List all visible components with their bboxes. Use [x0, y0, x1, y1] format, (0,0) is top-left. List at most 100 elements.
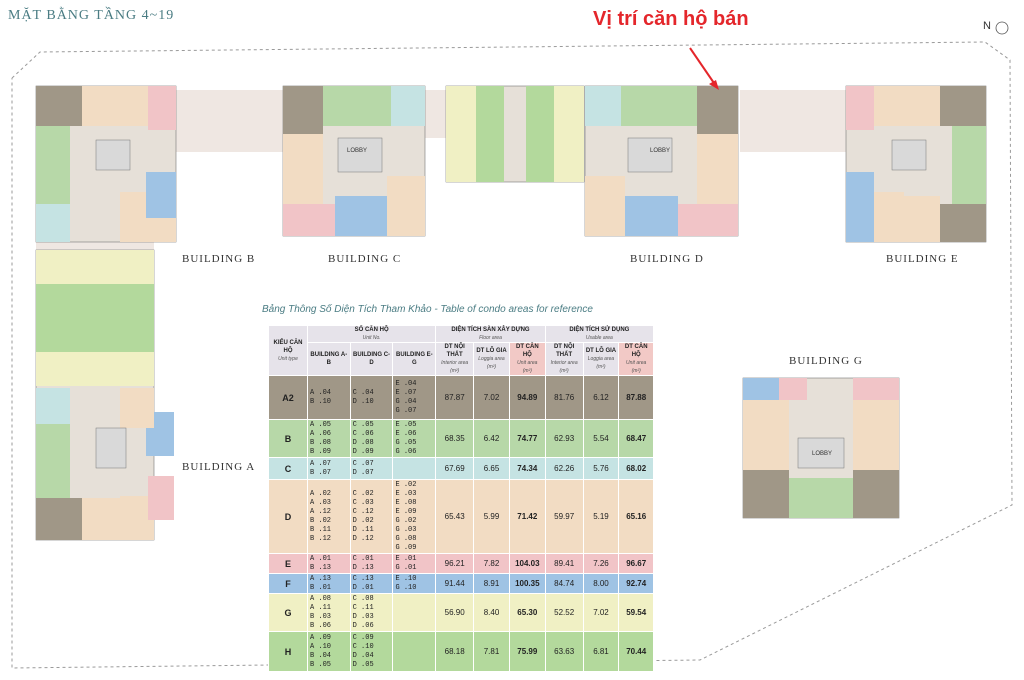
- table-cell-eg: E .10 G .10: [392, 573, 437, 594]
- table-cell-f-log: 5.99: [473, 479, 510, 554]
- table-cell-u-log: 8.00: [582, 573, 620, 594]
- table-cell-ab: A .01 B .13: [307, 553, 351, 574]
- building-c-plan: [282, 85, 426, 237]
- table-cell-u-unit: 87.88: [618, 375, 654, 420]
- table-cell-f-unit: 74.77: [508, 419, 546, 458]
- table-cell-eg: [392, 457, 437, 480]
- lobby-label-g: LOBBY: [812, 451, 833, 457]
- table-cell-cd: C .04 D .10: [349, 375, 394, 420]
- unit-type-cell: F: [268, 573, 308, 594]
- table-cell-f-log: 7.81: [473, 631, 510, 672]
- table-cell-u-int: 89.41: [544, 553, 584, 574]
- table-cell-u-log: 5.19: [582, 479, 620, 554]
- header-building-cd: BUILDING C-D: [349, 342, 394, 376]
- table-cell-cd: C .08 C .11 D .03 D .06: [349, 593, 394, 632]
- table-cell-u-log: 5.54: [582, 419, 620, 458]
- building-d-plan: [584, 85, 739, 237]
- table-cell-f-int: 68.35: [435, 419, 475, 458]
- table-cell-f-log: 7.82: [473, 553, 510, 574]
- table-cell-f-int: 87.87: [435, 375, 475, 420]
- unit-type-cell: B: [268, 419, 308, 458]
- sale-unit-note: Vị trí căn hộ bán: [593, 8, 749, 30]
- unit-type-cell: H: [268, 631, 308, 672]
- table-cell-u-unit: 65.16: [618, 479, 654, 554]
- table-cell-eg: [392, 631, 437, 672]
- header-building-ab: BUILDING A-B: [307, 342, 351, 376]
- building-b-plan: [35, 85, 177, 243]
- table-cell-f-log: 6.65: [473, 457, 510, 480]
- table-cell-f-int: 91.44: [435, 573, 475, 594]
- table-cell-u-unit: 70.44: [618, 631, 654, 672]
- table-cell-f-unit: 71.42: [508, 479, 546, 554]
- table-cell-cd: C .13 D .01: [349, 573, 394, 594]
- table-cell-ab: A .02 A .03 A .12 B .02 B .11 B .12: [307, 479, 351, 554]
- north-label: N: [983, 20, 991, 32]
- table-cell-f-unit: 94.89: [508, 375, 546, 420]
- corridor-b-c: [175, 90, 283, 152]
- table-cell-ab: A .08 A .11 B .03 B .06: [307, 593, 351, 632]
- building-c-label: BUILDING C: [328, 253, 402, 265]
- table-cell-cd: C .05 C .06 D .08 D .09: [349, 419, 394, 458]
- table-cell-u-int: 62.26: [544, 457, 584, 480]
- table-cell-u-log: 6.81: [582, 631, 620, 672]
- building-a-plan: [35, 249, 174, 541]
- lobby-label-c: LOBBY: [347, 148, 368, 154]
- floor-plan-title: MẶT BẰNG TẦNG 4~19: [8, 8, 175, 23]
- table-cell-f-int: 67.69: [435, 457, 475, 480]
- table-cell-u-unit: 68.47: [618, 419, 654, 458]
- table-cell-eg: E .01 G .01: [392, 553, 437, 574]
- table-cell-ab: A .07 B .07: [307, 457, 351, 480]
- table-caption: Bảng Thông Số Diện Tích Tham Khảo - Tabl…: [262, 304, 593, 315]
- unit-type-cell: D: [268, 479, 308, 554]
- table-cell-f-int: 56.90: [435, 593, 475, 632]
- table-cell-ab: A .05 A .06 B .08 B .09: [307, 419, 351, 458]
- corridor-d-e: [740, 90, 848, 152]
- table-cell-u-log: 7.02: [582, 593, 620, 632]
- table-cell-eg: E .02 E .03 E .08 E .09 G .02 G .03 G .0…: [392, 479, 437, 554]
- north-marker: [995, 21, 1009, 35]
- unit-type-cell: A2: [268, 375, 308, 420]
- table-cell-cd: C .09 C .10 D .04 D .05: [349, 631, 394, 672]
- table-cell-ab: A .13 B .01: [307, 573, 351, 594]
- unit-type-cell: G: [268, 593, 308, 632]
- sale-pointer-arrow: [689, 47, 717, 87]
- building-e-label: BUILDING E: [886, 253, 959, 265]
- unit-type-cell: C: [268, 457, 308, 480]
- table-cell-eg: [392, 593, 437, 632]
- table-cell-f-int: 68.18: [435, 631, 475, 672]
- lobby-label-d: LOBBY: [650, 148, 671, 154]
- table-cell-f-unit: 75.99: [508, 631, 546, 672]
- table-cell-eg: E .04 E .07 G .04 G .07: [392, 375, 437, 420]
- table-cell-u-log: 6.12: [582, 375, 620, 420]
- site-outline: [11, 41, 1013, 669]
- table-cell-f-log: 8.91: [473, 573, 510, 594]
- table-cell-f-log: 6.42: [473, 419, 510, 458]
- table-cell-f-int: 65.43: [435, 479, 475, 554]
- table-cell-u-int: 84.74: [544, 573, 584, 594]
- building-b-label: BUILDING B: [182, 253, 256, 265]
- table-cell-cd: C .07 D .07: [349, 457, 394, 480]
- building-g-label: BUILDING G: [789, 355, 863, 367]
- table-cell-ab: A .04 B .10: [307, 375, 351, 420]
- table-cell-u-log: 7.26: [582, 553, 620, 574]
- table-cell-f-unit: 100.35: [508, 573, 546, 594]
- table-cell-u-unit: 68.02: [618, 457, 654, 480]
- table-cell-u-unit: 96.67: [618, 553, 654, 574]
- table-cell-f-unit: 74.34: [508, 457, 546, 480]
- corridor-a-b: [36, 242, 154, 250]
- building-g-plan: [742, 377, 900, 519]
